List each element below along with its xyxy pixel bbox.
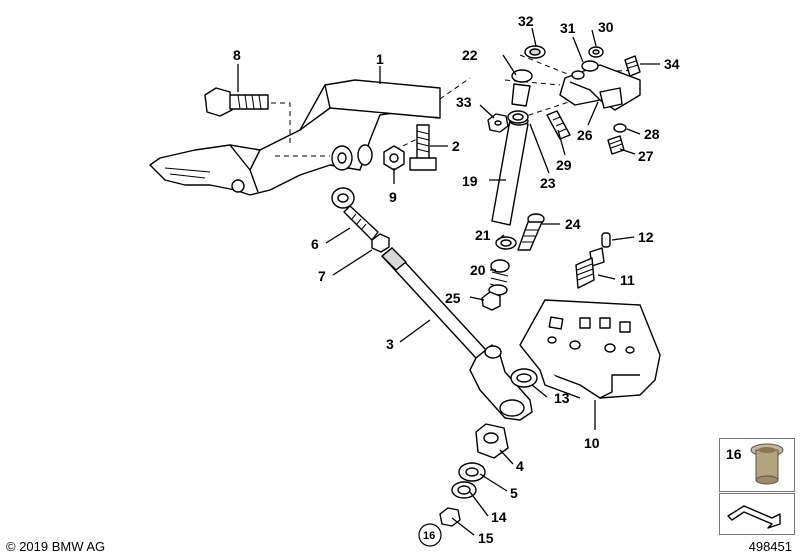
callout-4: 4 xyxy=(516,458,524,474)
callout-20: 20 xyxy=(470,262,486,278)
switch-bracket-part xyxy=(559,46,641,111)
nut-part-7 xyxy=(371,233,390,253)
callout-10: 10 xyxy=(584,435,600,451)
callout-24: 24 xyxy=(565,216,581,232)
nut-part-25 xyxy=(481,291,501,311)
callout-2: 2 xyxy=(452,138,460,154)
screw-part-11 xyxy=(575,247,605,289)
legend-arrow-box xyxy=(719,493,795,535)
callout-30: 30 xyxy=(598,19,614,35)
screw-part-29 xyxy=(546,110,571,140)
bushing-legend-icon: 16 xyxy=(726,443,784,485)
callout-9: 9 xyxy=(389,189,397,205)
callout-29: 29 xyxy=(556,157,572,173)
nut-part-15 xyxy=(439,507,461,527)
callout-26: 26 xyxy=(577,127,593,143)
hex-bolt-part xyxy=(204,87,269,117)
callout-16-circle xyxy=(418,523,442,547)
callout-23: 23 xyxy=(540,175,556,191)
callout-22: 22 xyxy=(462,47,478,63)
callout-11: 11 xyxy=(620,272,635,288)
tube-part xyxy=(491,116,529,226)
pin-part xyxy=(601,232,611,248)
bracket-part xyxy=(149,79,441,196)
copyright-text: © 2019 BMW AG xyxy=(6,539,106,554)
callout-3: 3 xyxy=(386,336,394,352)
callout-21: 21 xyxy=(475,227,491,243)
spring-part-20 xyxy=(488,259,510,296)
cap-part xyxy=(524,45,546,59)
callout-7: 7 xyxy=(318,268,326,284)
washer-part-13 xyxy=(510,368,538,388)
washer-part-21 xyxy=(495,236,517,250)
bolt-part-24 xyxy=(517,213,545,251)
washer-part-5 xyxy=(458,462,486,482)
nut-part-9 xyxy=(383,145,405,171)
callout-32: 32 xyxy=(518,13,534,29)
callout-5: 5 xyxy=(510,485,518,501)
callout-31: 31 xyxy=(560,20,576,36)
nut-part-33 xyxy=(487,113,509,133)
mount-plate-part xyxy=(519,299,661,399)
callout-19: 19 xyxy=(462,173,478,189)
screw-part-27 xyxy=(607,135,625,155)
callout-13: 13 xyxy=(554,390,570,406)
callout-1: 1 xyxy=(376,51,384,67)
callout-15: 15 xyxy=(478,530,494,546)
screw-part-34 xyxy=(624,55,641,77)
washer-part-14 xyxy=(451,481,477,499)
washer-part-28 xyxy=(613,123,627,133)
callout-labels: 1 8 2 9 6 7 3 4 5 14 15 13 10 11 12 19 2… xyxy=(233,13,680,547)
spring-part xyxy=(511,69,533,107)
callout-8: 8 xyxy=(233,47,241,63)
callout-28: 28 xyxy=(644,126,660,142)
callout-14: 14 xyxy=(491,509,507,525)
callout-27: 27 xyxy=(638,148,654,164)
callout-34: 34 xyxy=(664,56,680,72)
diagram-id: 498451 xyxy=(748,539,792,554)
eye-bolt-part xyxy=(331,187,379,241)
leader-lines xyxy=(237,27,660,536)
callout-12: 12 xyxy=(638,229,654,245)
legend-part-box: 16 xyxy=(719,438,795,492)
screw-part-2 xyxy=(409,124,437,171)
bushing-part-23 xyxy=(507,110,529,124)
legend-part-number: 16 xyxy=(726,446,742,462)
tie-rod-part xyxy=(381,247,533,421)
sleeve-nut-part xyxy=(475,423,509,459)
direction-arrow-icon xyxy=(727,505,781,529)
callout-25: 25 xyxy=(445,290,461,306)
callout-33: 33 xyxy=(456,94,472,110)
callout-6: 6 xyxy=(311,236,319,252)
callout-16: 16 xyxy=(423,530,435,542)
